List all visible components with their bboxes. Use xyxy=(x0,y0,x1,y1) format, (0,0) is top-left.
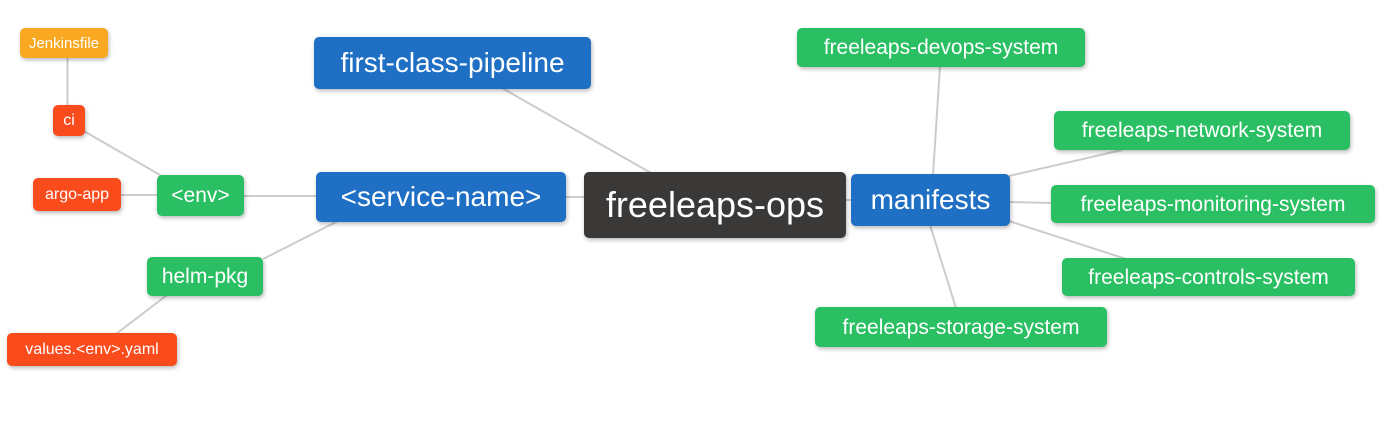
node-env[interactable]: <env> xyxy=(157,175,244,216)
edge-helm-pkg-values-env-yaml xyxy=(115,294,168,335)
edge-service-name-helm-pkg xyxy=(262,220,339,260)
node-first-class-pipeline[interactable]: first-class-pipeline xyxy=(314,37,591,89)
edge-manifests-controls-system xyxy=(1008,220,1127,260)
node-ci[interactable]: ci xyxy=(53,105,85,136)
node-freeleaps-storage-system[interactable]: freeleaps-storage-system xyxy=(815,307,1107,347)
edge-manifests-monitoring-system xyxy=(1008,201,1053,204)
node-freeleaps-controls-system[interactable]: freeleaps-controls-system xyxy=(1062,258,1355,296)
edge-first-class-pipeline-freeleaps-ops xyxy=(501,87,652,174)
node-manifests[interactable]: manifests xyxy=(851,174,1010,226)
node-freeleaps-devops-system[interactable]: freeleaps-devops-system xyxy=(797,28,1085,67)
node-jenkinsfile[interactable]: Jenkinsfile xyxy=(20,28,108,58)
node-values-env-yaml[interactable]: values.<env>.yaml xyxy=(7,333,177,366)
node-freeleaps-ops[interactable]: freeleaps-ops xyxy=(584,172,846,238)
node-freeleaps-network-system[interactable]: freeleaps-network-system xyxy=(1054,111,1350,150)
edge-manifests-network-system xyxy=(1008,149,1123,177)
edge-manifests-storage-system xyxy=(929,224,957,309)
node-freeleaps-monitoring-system[interactable]: freeleaps-monitoring-system xyxy=(1051,185,1375,223)
edge-manifests-devops-system xyxy=(932,65,941,176)
node-argo-app[interactable]: argo-app xyxy=(33,178,121,211)
node-helm-pkg[interactable]: helm-pkg xyxy=(147,257,263,296)
node-service-name[interactable]: <service-name> xyxy=(316,172,566,222)
edge-ci-env xyxy=(81,129,168,180)
